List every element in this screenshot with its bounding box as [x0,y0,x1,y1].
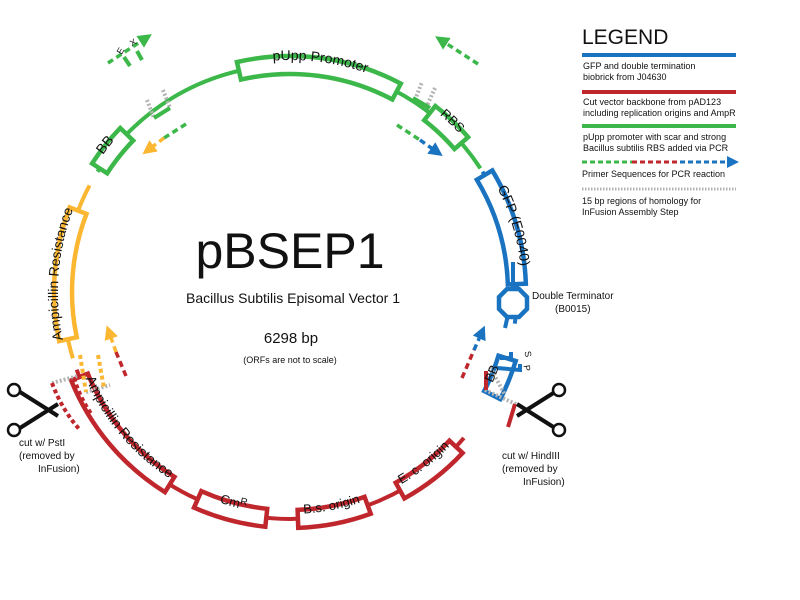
terminator-id-label: (B0015) [555,304,591,315]
homology-right-a [488,366,507,396]
legend-item-1-line2: biobrick from J04630 [583,72,667,82]
primer-arrow-top-right [435,36,479,66]
red-stub-right-b [506,403,517,428]
cut-left-line2: (removed by [19,451,75,462]
ec-origin-box[interactable] [392,437,466,502]
primer-arrow-left-orange [142,136,166,155]
plasmid-size: 6298 bp [264,330,318,347]
bb-right-box[interactable] [481,352,519,403]
site-e-label: E [115,46,127,56]
primer-arrow-right-blue [472,325,486,351]
site-s-label: S [523,350,534,358]
plasmid-note: (ORFs are not to scale) [243,355,337,365]
primer-arrow-left-orange-up [104,325,118,353]
homology-left-top-b [161,89,172,109]
cut-right-line1: cut w/ HindIII [502,451,560,462]
primer-arrow-gfp-blue [418,138,443,157]
double-terminator-icon[interactable] [496,286,530,320]
terminator-label: Double Terminator [532,291,614,302]
primer-arrow-right-red [460,349,476,379]
bb-right-label: BB [481,363,501,385]
cut-right-line3: InFusion) [523,477,565,488]
legend-title: LEGEND [582,26,668,49]
primer-arrow-left-green [163,122,187,140]
gfp-box[interactable] [473,167,529,287]
legend-item-2-line1: Cut vector backbone from pAD123 [583,97,721,107]
bs-origin-box[interactable] [295,493,374,531]
primer-arrow-gfp-green [396,123,421,142]
amp-orange-box[interactable] [51,204,90,344]
site-p-label: P [522,364,533,372]
homology-regions [51,81,519,407]
rbs-box[interactable] [421,102,472,153]
homology-left-a [51,374,79,385]
legend-item-1-line1: GFP and double termination [583,61,695,71]
red-dashed-left-a [50,382,82,432]
legend-item-4-line1: Primer Sequences for PCR reaction [582,169,725,179]
orange-dashed-left-a [78,354,88,393]
legend-item-5-line2: InFusion Assembly Step [582,207,679,217]
homology-left-b [85,383,111,394]
amp-red-box[interactable] [68,370,178,496]
orange-dashed-left-b [96,354,106,389]
plasmid-subtitle: Bacillus Subtilis Episomal Vector 1 [186,290,400,306]
primer-arrow-top-left [107,34,152,65]
legend-item-5-line1: 15 bp regions of homology for [582,196,701,206]
plasmid-name: pBSEP1 [195,223,384,279]
homology-left-top-a [145,99,156,119]
legend-item-3-line2: Bacillus subtilis RBS added via PCR [583,143,729,153]
site-x-label: X [128,37,138,49]
cut-right-line2: (removed by [502,464,558,475]
cmr-box[interactable] [191,488,270,530]
cut-left-line1: cut w/ PstI [19,438,65,449]
site-e-tick [122,55,132,68]
legend-item-3-line1: pUpp promoter with scar and strong [583,132,726,142]
site-p-tick [496,364,522,373]
site-s-tick [500,352,513,360]
homology-rbs-a [413,81,424,101]
scissors-icon-right[interactable] [515,382,567,438]
scissors-icon-left[interactable] [6,382,60,438]
cut-left-line3: InFusion) [38,464,80,475]
legend: LEGEND GFP and double termination biobri… [582,26,739,217]
legend-item-2-line2: including replication origins and AmpR [583,108,736,118]
primer-arrow-left-red [114,351,128,377]
bb-left-box[interactable] [88,124,137,177]
green-stub-right [411,96,432,110]
site-x-tick [135,50,144,61]
promoter-box[interactable] [234,53,404,103]
red-dashed-left-b [72,377,94,417]
green-stub-left [152,106,172,120]
